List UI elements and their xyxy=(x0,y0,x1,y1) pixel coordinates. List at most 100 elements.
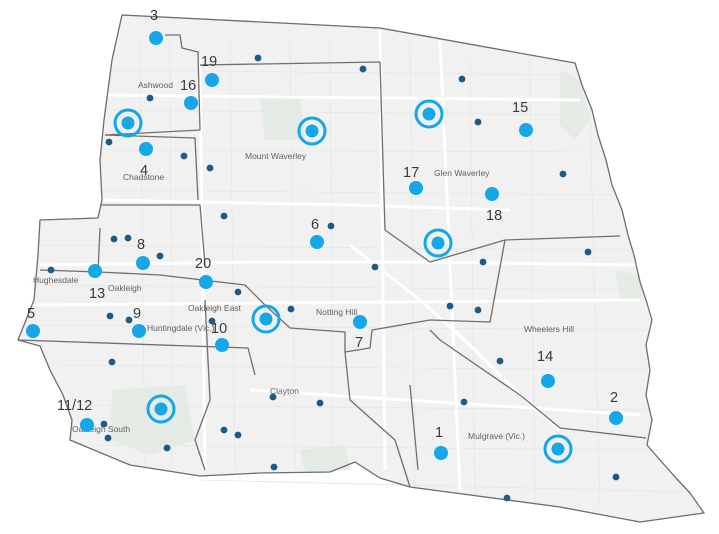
numbered-site[interactable]: 9 xyxy=(132,306,146,338)
suburb-label: Notting Hill xyxy=(316,307,357,317)
city-land-area xyxy=(17,14,705,523)
small-marker xyxy=(100,420,108,428)
suburb-label: Oakleigh East xyxy=(188,303,242,313)
small-marker xyxy=(206,164,214,172)
small-marker xyxy=(146,94,154,102)
suburb-label: Huntingdale (Vic.) xyxy=(147,323,215,333)
numbered-site[interactable]: 7 xyxy=(353,315,367,351)
small-marker xyxy=(47,266,55,274)
small-markers xyxy=(47,54,620,502)
numbered-site[interactable]: 20 xyxy=(195,256,213,289)
small-marker xyxy=(496,357,504,365)
site-number-label: 17 xyxy=(403,165,419,181)
numbered-site[interactable]: 13 xyxy=(88,264,105,302)
site-number-label: 11/12 xyxy=(57,398,92,414)
numbered-site[interactable]: 2 xyxy=(609,390,623,425)
ringed-site[interactable] xyxy=(251,304,281,334)
site-number-label: 2 xyxy=(610,390,618,406)
small-marker xyxy=(254,54,262,62)
small-marker xyxy=(125,316,133,324)
small-marker xyxy=(106,312,114,320)
numbered-site[interactable]: 6 xyxy=(310,217,324,249)
small-marker xyxy=(180,152,188,160)
suburb-labels: Ashwood Mount Waverley Chadstone Glen Wa… xyxy=(33,80,574,441)
site-number-label: 6 xyxy=(311,217,319,233)
small-marker xyxy=(124,234,132,242)
small-marker xyxy=(156,252,164,260)
site-number-label: 13 xyxy=(89,286,105,302)
suburb-boundaries xyxy=(17,14,705,523)
small-marker xyxy=(458,75,466,83)
small-marker xyxy=(503,494,511,502)
small-marker xyxy=(474,306,482,314)
suburb-label: Mount Waverley xyxy=(245,151,307,161)
suburb-label: Ashwood xyxy=(138,80,173,90)
small-marker xyxy=(559,170,567,178)
small-marker xyxy=(612,473,620,481)
numbered-site[interactable]: 3 xyxy=(149,8,163,45)
numbered-site[interactable]: 10 xyxy=(211,321,229,352)
street-grid xyxy=(29,29,691,511)
small-marker xyxy=(105,138,113,146)
site-number-label: 18 xyxy=(486,208,502,224)
small-marker xyxy=(234,431,242,439)
small-marker xyxy=(371,263,379,271)
site-number-label: 4 xyxy=(140,163,148,179)
ringed-site[interactable] xyxy=(297,116,327,146)
ringed-site[interactable] xyxy=(543,434,573,464)
small-marker xyxy=(327,222,335,230)
site-number-label: 15 xyxy=(512,100,528,116)
site-number-label: 8 xyxy=(137,237,145,253)
numbered-site[interactable]: 17 xyxy=(403,165,423,195)
site-number-label: 20 xyxy=(195,256,211,272)
numbered-site[interactable]: 4 xyxy=(139,142,153,179)
ringed-sites xyxy=(113,99,573,464)
numbered-site[interactable]: 16 xyxy=(180,78,198,110)
small-marker xyxy=(220,212,228,220)
small-marker xyxy=(234,288,242,296)
suburb-label: Hughesdale xyxy=(33,275,79,285)
numbered-site[interactable]: 19 xyxy=(201,54,219,87)
numbered-site[interactable]: 15 xyxy=(512,100,533,137)
ringed-site[interactable] xyxy=(146,394,176,424)
suburb-label: Mulgrave (Vic.) xyxy=(468,431,525,441)
site-number-label: 5 xyxy=(27,306,35,322)
small-marker xyxy=(110,235,118,243)
site-number-label: 9 xyxy=(133,306,141,322)
suburb-label: Oakleigh South xyxy=(72,424,130,434)
small-marker xyxy=(163,444,171,452)
site-number-label: 1 xyxy=(435,425,443,441)
suburb-label: Oakleigh xyxy=(108,283,142,293)
ringed-site[interactable] xyxy=(414,99,444,129)
site-number-label: 19 xyxy=(201,54,217,70)
numbered-site[interactable]: 14 xyxy=(537,349,555,388)
suburb-label: Wheelers Hill xyxy=(524,324,574,334)
small-marker xyxy=(460,398,468,406)
suburb-label: Glen Waverley xyxy=(434,168,490,178)
site-number-label: 3 xyxy=(150,8,158,24)
small-marker xyxy=(108,358,116,366)
suburb-label: Clayton xyxy=(270,386,299,396)
small-marker xyxy=(316,399,324,407)
site-number-label: 14 xyxy=(537,349,553,365)
numbered-site[interactable]: 5 xyxy=(26,306,40,338)
numbered-sites: 3 19 16 4 15 17 18 6 8 20 13 9 5 10 7 14… xyxy=(26,8,623,460)
small-marker xyxy=(446,302,454,310)
numbered-site[interactable]: 18 xyxy=(485,187,502,224)
numbered-site[interactable]: 8 xyxy=(136,237,150,270)
site-number-label: 7 xyxy=(355,335,363,351)
small-marker xyxy=(584,248,592,256)
small-marker xyxy=(269,393,277,401)
ringed-site[interactable] xyxy=(113,108,143,138)
small-marker xyxy=(474,118,482,126)
numbered-site[interactable]: 11/12 xyxy=(57,398,94,432)
numbered-site[interactable]: 1 xyxy=(434,425,448,460)
site-number-label: 10 xyxy=(211,321,227,337)
site-number-label: 16 xyxy=(180,78,196,94)
small-marker xyxy=(104,434,112,442)
small-marker xyxy=(270,463,278,471)
small-marker xyxy=(479,258,487,266)
small-marker xyxy=(220,426,228,434)
ringed-site[interactable] xyxy=(423,228,453,258)
